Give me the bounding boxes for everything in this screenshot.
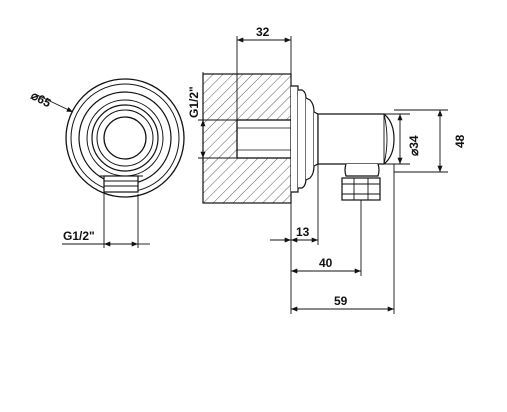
- thread-wall-label: G1/2": [187, 86, 201, 118]
- depth-40-label: 40: [319, 256, 333, 270]
- height-48-label: 48: [453, 134, 467, 148]
- depth-13-label: 13: [296, 225, 310, 239]
- outer-flange-circle: [65, 78, 185, 198]
- outlet-nut: [103, 175, 139, 193]
- thread-left-label: G1/2": [63, 229, 95, 243]
- depth-59-label: 59: [334, 294, 348, 308]
- width-32-label: 32: [256, 25, 270, 39]
- diameter-65-label: ⌀65: [29, 88, 54, 110]
- outlet-body: [317, 113, 395, 177]
- inner-bore-circle: [103, 116, 147, 160]
- diameter-34-label: ⌀34: [407, 135, 421, 156]
- thread-left-dimension: [62, 194, 150, 248]
- wall-section: [202, 73, 292, 204]
- diameter-65-dimension: ⌀65: [29, 88, 74, 113]
- front-view: [65, 78, 185, 198]
- threaded-bore: [236, 119, 292, 159]
- hose-nut: [341, 177, 381, 201]
- flange-profile: [291, 85, 319, 193]
